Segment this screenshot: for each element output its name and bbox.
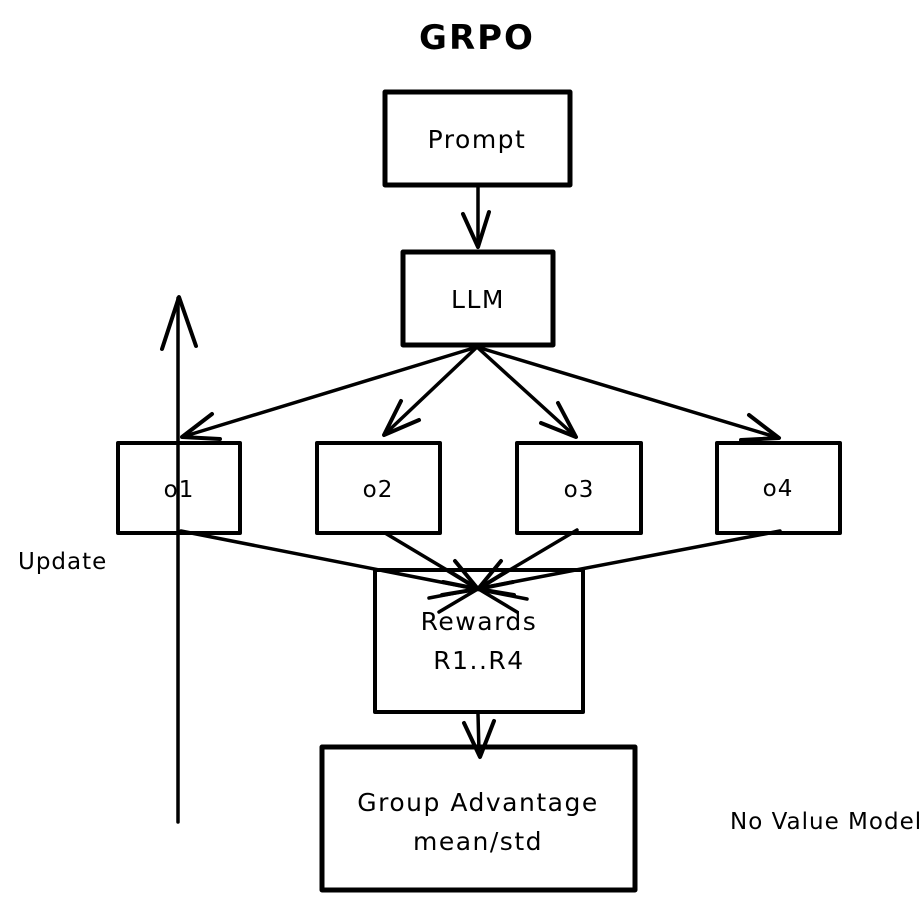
arrowhead-llm-o2 bbox=[382, 399, 421, 437]
prompt-label: Prompt bbox=[428, 125, 527, 154]
arrowhead-llm-o1 bbox=[180, 412, 222, 441]
o2-label: o2 bbox=[363, 477, 394, 503]
arrowhead-llm-o3 bbox=[539, 401, 578, 439]
o4-box bbox=[715, 441, 842, 535]
o1-box bbox=[116, 441, 242, 535]
llm-label: LLM bbox=[451, 285, 505, 314]
group-advantage-label-line1: Group Advantage bbox=[357, 788, 598, 817]
rewards-label-line1: Rewards bbox=[421, 607, 538, 636]
edge-llm-o1 bbox=[180, 345, 479, 439]
arrowhead-o4-rewards bbox=[476, 568, 516, 597]
edges-layer bbox=[160, 185, 782, 824]
o2-box bbox=[315, 441, 442, 535]
arrowhead-prompt-llm bbox=[461, 210, 491, 249]
update-arrowhead-icon bbox=[160, 295, 198, 351]
o3-box bbox=[515, 441, 643, 535]
group-advantage-label-line2: mean/std bbox=[413, 827, 543, 856]
edge-o2-rewards bbox=[383, 531, 519, 614]
diagram-title: GRPO bbox=[419, 18, 535, 58]
arrowhead-llm-o4 bbox=[739, 413, 781, 442]
edge-llm-o3 bbox=[475, 345, 578, 439]
rewards-label-line2: R1..R4 bbox=[433, 646, 524, 675]
llm-box bbox=[400, 249, 556, 348]
o4-label: o4 bbox=[763, 476, 794, 502]
labels-layer: GRPO Prompt LLM o1 o2 o3 o4 Rewards R1..… bbox=[18, 18, 922, 856]
no-value-model-annotation: No Value Model bbox=[730, 809, 922, 835]
edge-o4-rewards bbox=[427, 529, 782, 600]
o3-label: o3 bbox=[564, 477, 595, 503]
edge-llm-o4 bbox=[475, 345, 781, 440]
update-annotation: Update bbox=[18, 549, 107, 575]
group-advantage-box bbox=[319, 744, 638, 893]
o1-label: o1 bbox=[164, 477, 195, 503]
prompt-box bbox=[382, 89, 573, 188]
arrowhead-o2-rewards bbox=[441, 559, 480, 591]
arrowhead-rewards-group-advantage bbox=[462, 719, 496, 759]
edge-llm-o2 bbox=[382, 345, 479, 437]
nodes-layer bbox=[116, 89, 842, 893]
rewards-box bbox=[373, 568, 585, 714]
